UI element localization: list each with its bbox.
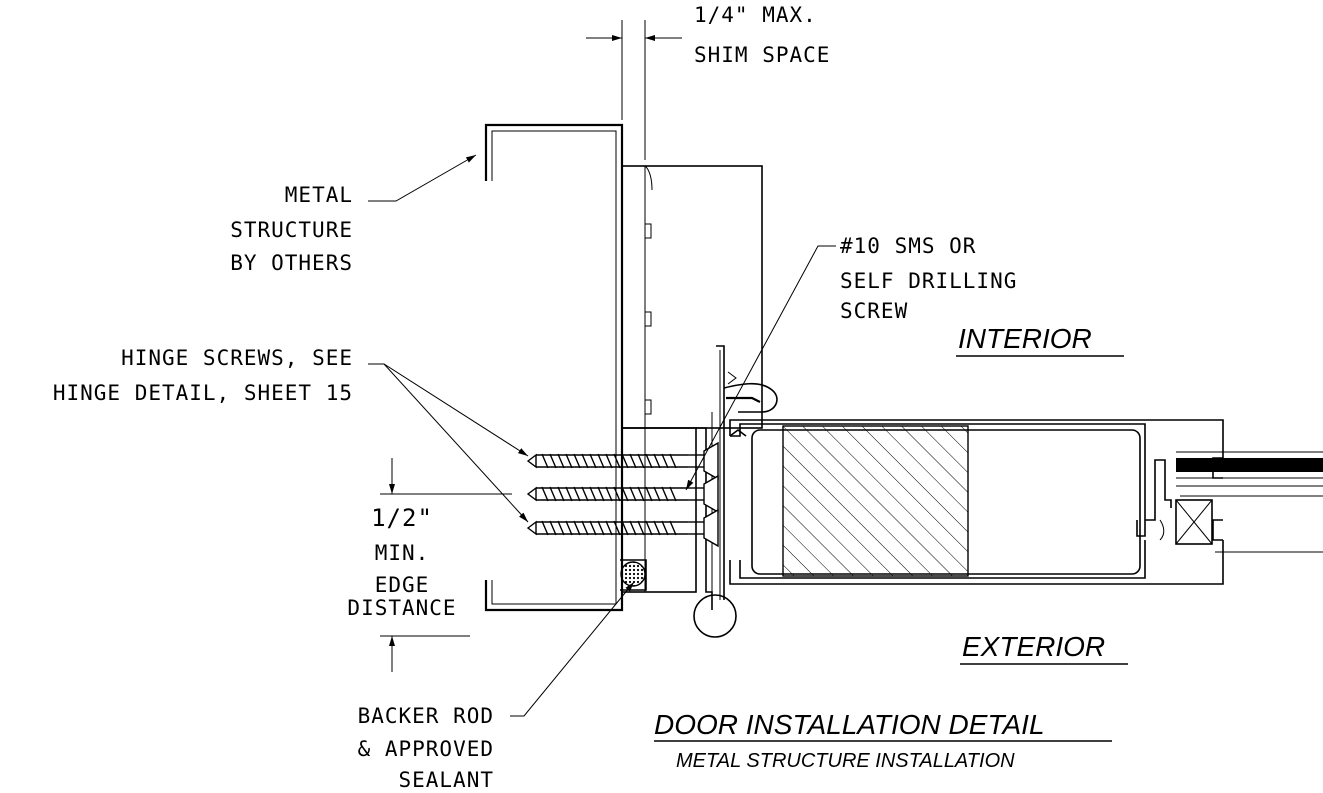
shim-space-dimension: [586, 20, 682, 160]
sms-label-line3: SCREW: [840, 299, 908, 323]
edge-distance-dimension: [380, 458, 486, 672]
edge-label-line1: 1/2": [371, 504, 433, 532]
metal-label-line3: BY OTHERS: [230, 251, 353, 275]
edge-label-line3: EDGE: [375, 573, 430, 597]
bottom-bulb-seal: [693, 594, 737, 638]
shim-label-line1: 1/4" MAX.: [694, 3, 817, 27]
hinge-label-line1: HINGE SCREWS, SEE: [121, 346, 353, 370]
hinge-label-line2: HINGE DETAIL, SHEET 15: [53, 381, 353, 405]
exterior-label: EXTERIOR: [962, 631, 1105, 662]
backer-label-line2: & APPROVED: [358, 737, 494, 761]
sms-label-line1: #10 SMS OR: [840, 234, 976, 258]
door-stile-section: [729, 419, 1224, 585]
glass-and-setting-block: [1175, 451, 1323, 553]
drawing-subtitle: METAL STRUCTURE INSTALLATION: [676, 750, 1015, 772]
shim-label-line2: SHIM SPACE: [694, 43, 830, 67]
metal-label-line2: STRUCTURE: [230, 218, 353, 242]
sms-label-line2: SELF DRILLING: [840, 269, 1017, 293]
edge-label-line4: DISTANCE: [347, 596, 456, 620]
backer-label-line1: BACKER ROD: [358, 704, 494, 728]
leader-lines: [368, 154, 836, 717]
labels: 1/4" MAX. SHIM SPACE METAL STRUCTURE BY …: [53, 3, 1128, 792]
backer-rod-sealant: [620, 559, 647, 591]
drawing-title: DOOR INSTALLATION DETAIL: [654, 709, 1045, 740]
backer-label-line3: SEALANT: [398, 768, 494, 792]
interior-label: INTERIOR: [958, 323, 1092, 354]
metal-structure-channel: [484, 123, 624, 612]
door-frame-jamb: [621, 165, 778, 610]
metal-label-line1: METAL: [285, 183, 353, 207]
edge-label-line2: MIN.: [375, 541, 430, 565]
